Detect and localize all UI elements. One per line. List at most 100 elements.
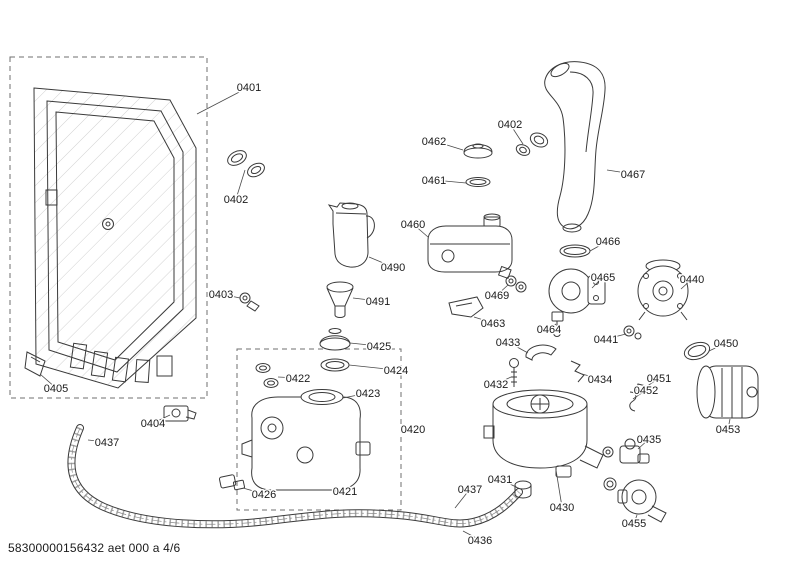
hose-connector (218, 474, 246, 491)
valve (602, 438, 650, 464)
pump-o-rings (505, 275, 527, 293)
part-label-0491-14: 0491 (366, 296, 390, 308)
part-label-0465-24: 0465 (591, 272, 615, 284)
leader-line-0402-1 (235, 169, 246, 200)
part-label-0463-20: 0463 (481, 318, 505, 330)
impeller-housing (637, 259, 689, 321)
leader-line-0462-17 (433, 140, 464, 151)
part-label-0466-25: 0466 (596, 236, 620, 248)
part-label-0421-10: 0421 (333, 486, 357, 498)
small-o-rings (255, 363, 279, 388)
part-label-0441-28: 0441 (594, 334, 618, 346)
leader-line-0403-2 (220, 293, 241, 299)
spring-clip (570, 360, 585, 383)
door-latch (163, 405, 197, 422)
seal-rings-right (515, 132, 549, 156)
leader-lines (39, 86, 731, 541)
heater-pump (548, 268, 606, 314)
part-label-0453-33: 0453 (716, 424, 740, 436)
leader-line-0451-31 (645, 377, 660, 388)
drain-pump (603, 477, 667, 523)
leader-line-0465-24 (591, 276, 604, 289)
leader-line-0404-3 (152, 414, 171, 424)
leader-line-0441-28 (605, 333, 627, 340)
leader-line-0490-13 (368, 256, 394, 268)
document-code: 58300000156432 aet 000 a 4/6 (8, 541, 181, 555)
part-label-0405-4: 0405 (44, 383, 68, 395)
leader-line-0426-11 (242, 487, 265, 495)
part-label-0432-22: 0432 (484, 379, 508, 391)
funnel (326, 281, 354, 318)
leader-line-0463-20 (473, 316, 494, 324)
part-labels: 0401040204030404040504370422042504240423… (42, 81, 741, 549)
leader-line-0453-33 (727, 418, 731, 430)
mounting-bracket (448, 296, 484, 318)
part-label-0462-17: 0462 (422, 136, 446, 148)
part-label-0434-29: 0434 (588, 374, 612, 386)
tub-panel (33, 87, 197, 389)
sump-assembly (483, 389, 604, 478)
clamp (635, 383, 647, 395)
part-label-0401-0: 0401 (237, 82, 261, 94)
part-label-0440-27: 0440 (680, 274, 704, 286)
softener-cap (319, 328, 351, 351)
part-label-0431-36: 0431 (488, 474, 512, 486)
part-label-0403-2: 0403 (209, 289, 233, 301)
tank-cap (463, 143, 493, 159)
part-label-0402-1: 0402 (224, 194, 248, 206)
cap-seal-ring (320, 358, 350, 372)
part-label-0451-31: 0451 (647, 373, 671, 385)
leader-line-0425-7 (349, 342, 380, 347)
leader-line-0467-26 (606, 169, 634, 175)
part-label-0402-18: 0402 (498, 119, 522, 131)
leader-line-0402-18 (509, 123, 524, 145)
part-label-0490-13: 0490 (381, 262, 405, 274)
part-label-0433-21: 0433 (496, 337, 520, 349)
part-label-0452-32: 0452 (634, 385, 658, 397)
leader-line-0437-5 (87, 439, 108, 443)
connector-sleeve (514, 480, 532, 499)
leader-line-0436-38 (462, 530, 481, 541)
leader-line-0424-8 (348, 364, 397, 371)
circulation-motor (696, 365, 759, 419)
measuring-jug (327, 202, 375, 268)
leader-line-0466-25 (589, 240, 609, 252)
motor-seal-ring (683, 341, 711, 361)
part-label-0426-11: 0426 (252, 489, 276, 501)
part-label-0436-38: 0436 (468, 535, 492, 547)
screw (509, 358, 519, 387)
part-label-0455-39: 0455 (622, 518, 646, 530)
leader-line-0491-14 (352, 297, 379, 302)
part-label-0437-37: 0437 (458, 484, 482, 496)
part-label-0424-8: 0424 (384, 365, 408, 377)
part-label-0435-34: 0435 (637, 434, 661, 446)
part-label-0460-15: 0460 (401, 219, 425, 231)
seal-rings-left (227, 150, 265, 178)
leader-line-0455-39 (633, 514, 638, 524)
leader-line-0464-23 (548, 323, 557, 330)
water-softener-body (241, 389, 371, 491)
leader-line-0405-4 (39, 373, 57, 389)
part-label-0469-19: 0469 (485, 290, 509, 302)
leader-line-0401-0 (196, 86, 250, 115)
bearing-shell (525, 344, 557, 361)
leader-line-0430-35 (555, 469, 563, 508)
leader-line-0434-29 (581, 373, 601, 380)
reservoir-tank (427, 213, 513, 280)
leader-line-0452-32 (632, 389, 647, 400)
part-label-0404-3: 0404 (141, 418, 165, 430)
housing-fasteners (623, 325, 642, 340)
leader-line-0435-34 (637, 438, 650, 450)
pump-assembly-box (236, 348, 402, 511)
part-label-0461-16: 0461 (422, 175, 446, 187)
fastener (239, 292, 260, 312)
part-label-0420-12: 0420 (401, 424, 425, 436)
leader-line-0460-15 (412, 223, 429, 238)
leader-line-0423-9 (342, 392, 369, 399)
part-label-0437-5: 0437 (95, 437, 119, 449)
leader-line-0469-19 (496, 284, 509, 296)
leader-line-0461-16 (433, 179, 467, 184)
part-label-0423-9: 0423 (356, 388, 380, 400)
